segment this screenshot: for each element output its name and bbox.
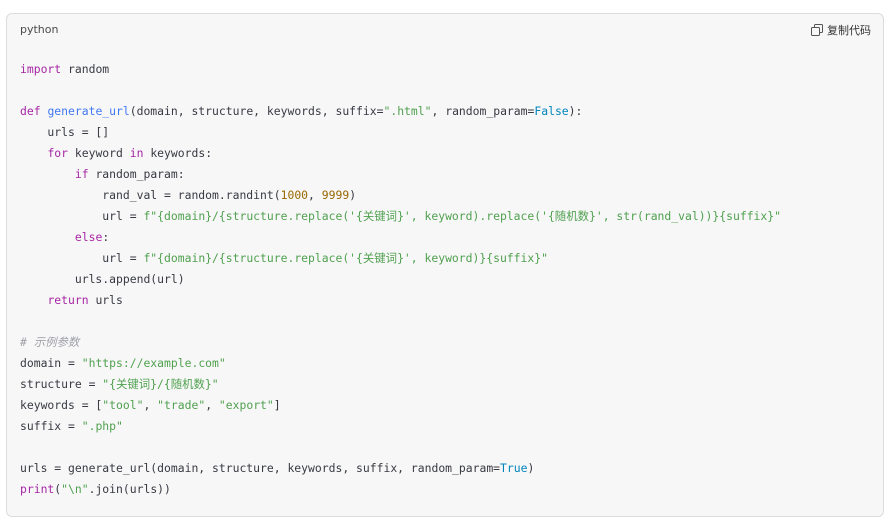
code-token: , xyxy=(308,188,322,202)
code-token: 1000 xyxy=(280,188,309,202)
code-token: "trade" xyxy=(157,398,206,412)
copy-icon xyxy=(811,24,823,36)
code-line: if random_param: xyxy=(20,164,781,185)
code-line xyxy=(20,311,781,332)
code-token: for xyxy=(47,146,69,160)
code-token: "tool" xyxy=(102,398,144,412)
code-token: ): xyxy=(568,104,583,118)
code-block-header: python 复制代码 xyxy=(7,14,883,48)
code-token: : xyxy=(102,230,110,244)
code-line: url = f"{domain}/{structure.replace('{关键… xyxy=(20,206,781,227)
code-token: 9999 xyxy=(321,188,350,202)
code-language-label: python xyxy=(20,23,59,36)
code-token: , xyxy=(143,398,158,412)
code-token: urls = generate_url(domain, structure, k… xyxy=(20,461,501,475)
code-token: domain = xyxy=(20,356,82,370)
code-token xyxy=(20,293,47,307)
code-token xyxy=(20,146,47,160)
code-token: suffix = xyxy=(20,419,82,433)
copy-code-label: 复制代码 xyxy=(827,24,871,37)
code-token: if xyxy=(74,167,89,181)
code-token: generate_url xyxy=(47,104,130,118)
code-token: ] xyxy=(273,398,281,412)
code-token: import xyxy=(20,62,62,76)
code-token: , xyxy=(205,398,219,412)
code-token: urls.append(url) xyxy=(20,272,185,286)
code-token: # 示例参数 xyxy=(20,335,80,349)
code-token: ( xyxy=(54,482,62,496)
code-token: random xyxy=(61,62,110,76)
code-token: ".html" xyxy=(383,104,432,118)
code-token: urls = [] xyxy=(20,125,110,139)
code-token: "https://example.com" xyxy=(81,356,226,370)
code-token: def xyxy=(20,104,41,118)
code-line xyxy=(20,80,781,101)
code-token: else xyxy=(74,230,103,244)
code-line: for keyword in keywords: xyxy=(20,143,781,164)
code-line: domain = "https://example.com" xyxy=(20,353,781,374)
code-token: "export" xyxy=(218,398,274,412)
code-line: print("\n".join(urls)) xyxy=(20,479,781,500)
code-line: suffix = ".php" xyxy=(20,416,781,437)
code-line: urls = [] xyxy=(20,122,781,143)
code-token: keyword xyxy=(68,146,130,160)
code-token: in xyxy=(129,146,144,160)
code-line: url = f"{domain}/{structure.replace('{关键… xyxy=(20,248,781,269)
code-line: return urls xyxy=(20,290,781,311)
code-token xyxy=(20,230,75,244)
code-token: ) xyxy=(527,461,535,475)
code-line: urls = generate_url(domain, structure, k… xyxy=(20,458,781,479)
code-token: ) xyxy=(349,188,357,202)
code-line: else: xyxy=(20,227,781,248)
code-line: import random xyxy=(20,59,781,80)
code-token: return xyxy=(47,293,89,307)
code-token: ".php" xyxy=(81,419,123,433)
code-token: True xyxy=(500,461,528,475)
code-token: False xyxy=(534,104,569,118)
code-token: rand_val = random.randint( xyxy=(20,188,281,202)
code-line: urls.append(url) xyxy=(20,269,781,290)
code-token: print xyxy=(20,482,55,496)
code-token: f"{domain}/{structure.replace('{关键词}', k… xyxy=(143,209,781,223)
code-block: python 复制代码 import random def generate_ur… xyxy=(6,13,884,517)
code-token: , random_param= xyxy=(431,104,535,118)
code-token: keywords: xyxy=(143,146,213,160)
code-token: keywords = [ xyxy=(20,398,103,412)
code-token: "{关键词}/{随机数}" xyxy=(102,377,219,391)
code-token: (domain, structure, keywords, suffix= xyxy=(129,104,384,118)
code-token: structure = xyxy=(20,377,103,391)
code-line: # 示例参数 xyxy=(20,332,781,353)
code-token: .join(urls)) xyxy=(88,482,171,496)
code-line: keywords = ["tool", "trade", "export"] xyxy=(20,395,781,416)
code-line: rand_val = random.randint(1000, 9999) xyxy=(20,185,781,206)
code-token: random_param: xyxy=(88,167,185,181)
copy-code-button[interactable]: 复制代码 xyxy=(811,22,871,38)
code-token: url = xyxy=(20,251,144,265)
code-line xyxy=(20,437,781,458)
code-content[interactable]: import random def generate_url(domain, st… xyxy=(20,59,781,500)
code-line: def generate_url(domain, structure, keyw… xyxy=(20,101,781,122)
code-token xyxy=(20,167,75,181)
code-line: structure = "{关键词}/{随机数}" xyxy=(20,374,781,395)
code-token: urls xyxy=(88,293,123,307)
code-token: "\n" xyxy=(61,482,89,496)
code-token: f"{domain}/{structure.replace('{关键词}', k… xyxy=(143,251,548,265)
code-token: url = xyxy=(20,209,144,223)
